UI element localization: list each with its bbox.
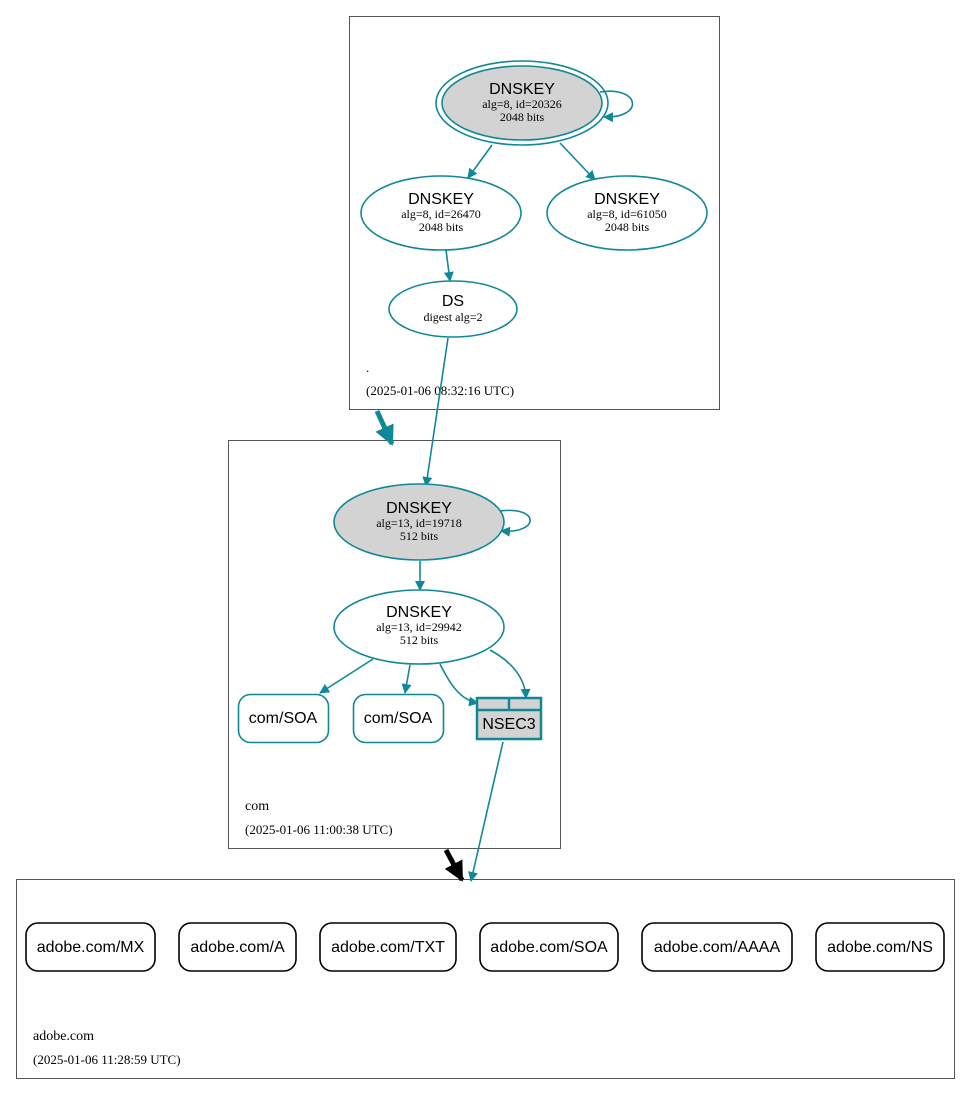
zone-adobe-name: adobe.com [33, 1029, 94, 1044]
edges [319, 90, 634, 882]
record-adobe-mx-label: adobe.com/MX [37, 939, 145, 956]
node-root-zsk2-title: DNSKEY [594, 191, 660, 208]
zone-com-timestamp: (2025-01-06 11:00:38 UTC) [245, 822, 393, 837]
node-com-soa-1[interactable]: com/SOA [237, 693, 330, 744]
node-root-zsk-61050[interactable]: DNSKEY alg=8, id=61050 2048 bits [546, 175, 708, 251]
edge-com-zsk-nsec3-b [489, 649, 531, 699]
node-root-zsk2-line2: 2048 bits [605, 220, 650, 234]
record-adobe-mx[interactable]: adobe.com/MX [25, 922, 156, 972]
record-adobe-a-label: adobe.com/A [190, 939, 285, 956]
node-com-nsec3-label: NSEC3 [482, 716, 535, 733]
zone-com-name: com [245, 799, 269, 814]
node-root-ds-title: DS [442, 293, 464, 310]
record-adobe-soa[interactable]: adobe.com/SOA [479, 922, 619, 972]
record-adobe-txt[interactable]: adobe.com/TXT [319, 922, 457, 972]
node-com-ksk-line2: 512 bits [400, 529, 439, 543]
record-adobe-ns-label: adobe.com/NS [827, 939, 933, 956]
node-com-zsk-line2: 512 bits [400, 633, 439, 647]
node-root-ds-line1: digest alg=2 [423, 310, 482, 324]
edge-ds-com-ksk [422, 337, 449, 487]
node-root-zsk1-line1: alg=8, id=26470 [401, 207, 481, 221]
node-root-zsk1-title: DNSKEY [408, 191, 474, 208]
node-com-zsk-title: DNSKEY [386, 604, 452, 621]
edge-nsec3-adobe [468, 741, 504, 882]
edge-com-zsk-nsec3-a [439, 663, 479, 707]
record-adobe-aaaa-label: adobe.com/AAAA [654, 939, 781, 956]
node-root-ksk-line1: alg=8, id=20326 [482, 97, 562, 111]
node-com-ksk-title: DNSKEY [386, 500, 452, 517]
zone-root-name: . [366, 360, 369, 375]
zone-adobe: adobe.com (2025-01-06 11:28:59 UTC) [16, 879, 955, 1079]
edge-com-ksk-self [499, 509, 531, 537]
node-root-ds[interactable]: DS digest alg=2 [388, 280, 518, 338]
edge-root-ksk-zsk2 [559, 142, 596, 181]
node-com-ksk-line1: alg=13, id=19718 [376, 516, 462, 530]
record-adobe-a[interactable]: adobe.com/A [178, 922, 297, 972]
node-root-zsk-26470[interactable]: DNSKEY alg=8, id=26470 2048 bits [360, 175, 522, 251]
edge-root-ksk-zsk1 [467, 144, 493, 179]
node-com-soa-2[interactable]: com/SOA [352, 693, 445, 744]
record-adobe-soa-label: adobe.com/SOA [490, 939, 608, 956]
edge-root-ksk-self [599, 90, 634, 123]
node-com-zsk-line1: alg=13, id=29942 [376, 620, 462, 634]
edge-delegation-root-com [374, 409, 395, 446]
node-com-soa-2-label: com/SOA [364, 710, 433, 727]
edge-root-zsk1-ds [443, 249, 454, 282]
node-root-ksk-line2: 2048 bits [500, 110, 545, 124]
record-adobe-ns[interactable]: adobe.com/NS [815, 922, 945, 972]
edge-delegation-com-adobe [443, 848, 465, 882]
edge-com-zsk-soa1 [319, 658, 374, 694]
node-root-zsk2-line1: alg=8, id=61050 [587, 207, 667, 221]
node-root-ksk-title: DNSKEY [489, 81, 555, 98]
node-com-nsec3[interactable]: NSEC3 [475, 696, 543, 741]
node-com-ksk[interactable]: DNSKEY alg=13, id=19718 512 bits [333, 483, 505, 561]
edge-com-zsk-soa2 [401, 664, 412, 694]
node-root-zsk1-line2: 2048 bits [419, 220, 464, 234]
record-adobe-txt-label: adobe.com/TXT [331, 939, 445, 956]
node-root-ksk[interactable]: DNSKEY alg=8, id=20326 2048 bits [435, 60, 609, 146]
record-adobe-aaaa[interactable]: adobe.com/AAAA [641, 922, 793, 972]
node-com-soa-1-label: com/SOA [249, 710, 318, 727]
node-com-zsk[interactable]: DNSKEY alg=13, id=29942 512 bits [333, 589, 505, 665]
zone-adobe-timestamp: (2025-01-06 11:28:59 UTC) [33, 1052, 181, 1067]
